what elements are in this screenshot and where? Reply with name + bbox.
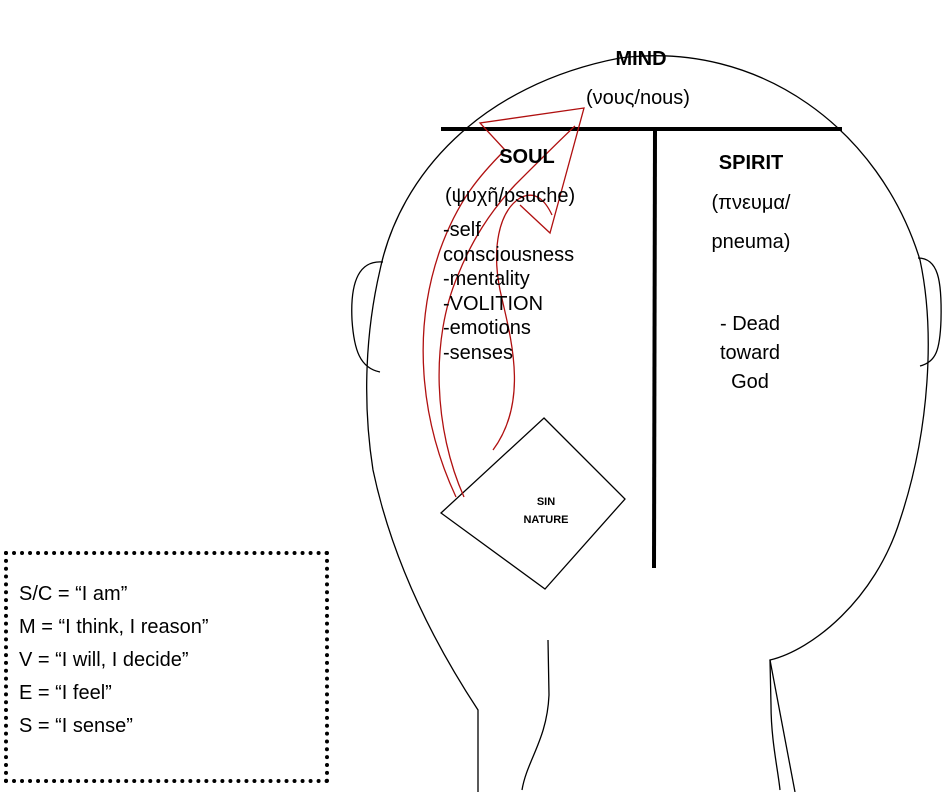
left-ear <box>351 261 384 373</box>
legend-item: V = “I will, I decide” <box>19 649 189 671</box>
sin-nature-line: NATURE <box>523 514 569 526</box>
legend-list: S/C = “I am” M = “I think, I reason” V =… <box>19 578 209 743</box>
spirit-note-line: - Dead <box>719 313 781 335</box>
spirit-note-line: God <box>731 371 769 393</box>
spirit-subtitle-line2: pneuma) <box>711 231 791 253</box>
arrow-outer <box>422 107 585 498</box>
legend-item: E = “I feel” <box>19 682 112 704</box>
soul-item: -mentality <box>443 268 530 290</box>
spirit-note: - Dead toward God <box>700 310 800 397</box>
neck-left <box>521 639 550 791</box>
right-ear <box>917 257 942 367</box>
legend-item: M = “I think, I reason” <box>19 616 209 638</box>
soul-subtitle: (ψυχῆ/psuche) <box>445 185 576 207</box>
soul-item: -self <box>443 219 481 241</box>
legend-item: S = “I sense” <box>19 715 133 737</box>
soul-item: -emotions <box>443 317 531 339</box>
spirit-note-line: toward <box>719 342 781 364</box>
neck-right <box>769 659 781 791</box>
sin-nature-diamond <box>439 417 626 590</box>
soul-item: -VOLITION <box>443 292 544 315</box>
head-outline <box>366 55 929 792</box>
soul-title: SOUL <box>499 146 555 168</box>
mind-subtitle: (νους/nous) <box>586 87 690 109</box>
spirit-subtitle-line1: (πνευμα/ <box>711 192 791 214</box>
soul-item: consciousness <box>443 243 575 266</box>
legend-item: S/C = “I am” <box>19 583 128 605</box>
soul-item: -senses <box>443 341 514 364</box>
sin-nature-label: SIN NATURE <box>506 493 586 529</box>
arrow-inner <box>438 125 576 498</box>
legend-box <box>4 551 329 783</box>
spirit-title: SPIRIT <box>718 152 784 174</box>
arrow-loop <box>492 194 553 451</box>
sin-nature-line: SIN <box>536 496 556 508</box>
soul-spirit-divider <box>652 128 657 569</box>
soul-attributes: -self consciousness -mentality -VOLITION… <box>443 218 574 365</box>
mind-title: MIND <box>615 48 667 70</box>
